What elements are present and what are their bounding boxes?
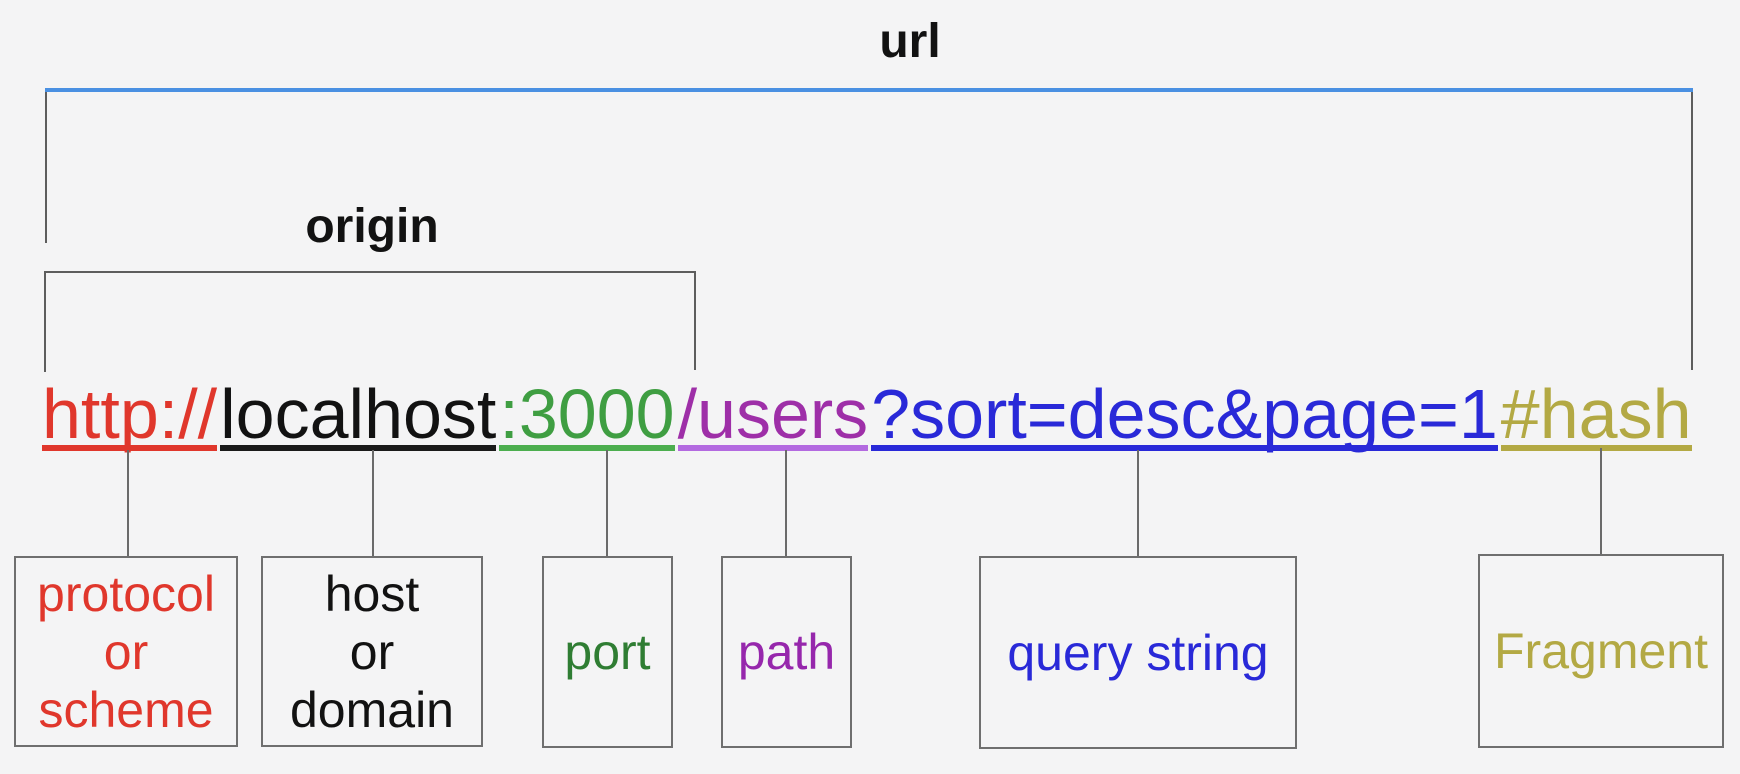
url-segment-protocol: http://: [42, 375, 218, 453]
label-box-path: path: [721, 556, 852, 748]
origin-bracket-line: [44, 271, 696, 273]
label-box-protocol: protocol or scheme: [14, 556, 238, 747]
url-segment-host: localhost: [220, 375, 497, 453]
connector-protocol: [127, 450, 129, 556]
box-line: or: [103, 623, 149, 680]
url-segment-port: :3000: [499, 375, 675, 453]
label-box-port: port: [542, 556, 673, 748]
origin-bracket-right-tick: [694, 273, 696, 370]
origin-title: origin: [305, 200, 439, 253]
box-line: path: [737, 624, 836, 680]
label-box-fragment: Fragment: [1478, 554, 1724, 748]
connector-path: [785, 450, 787, 556]
connector-fragment: [1600, 448, 1602, 554]
box-line: port: [564, 624, 651, 680]
connector-host: [372, 450, 374, 556]
box-line: Fragment: [1494, 623, 1708, 679]
box-line: query string: [1007, 624, 1269, 681]
url-title: url: [879, 15, 941, 68]
box-line: scheme: [38, 681, 214, 738]
label-box-query-string: query string: [979, 556, 1297, 749]
connector-port: [606, 450, 608, 556]
box-line: domain: [290, 681, 454, 738]
url-text: http://localhost:3000/users?sort=desc&pa…: [42, 379, 1695, 451]
box-line: or: [349, 623, 395, 680]
origin-bracket-left-tick: [44, 273, 46, 372]
box-line: protocol: [37, 565, 215, 622]
url-bracket-line: [45, 88, 1693, 92]
url-segment-path: /users: [677, 375, 869, 453]
url-segment-query: ?sort=desc&page=1: [871, 375, 1498, 453]
url-bracket-right-tick: [1691, 92, 1693, 370]
label-box-host: host or domain: [261, 556, 483, 747]
url-segment-fragment: #hash: [1500, 375, 1692, 453]
box-line: host: [324, 565, 420, 622]
url-bracket-left-tick: [45, 92, 47, 243]
connector-query: [1137, 450, 1139, 556]
